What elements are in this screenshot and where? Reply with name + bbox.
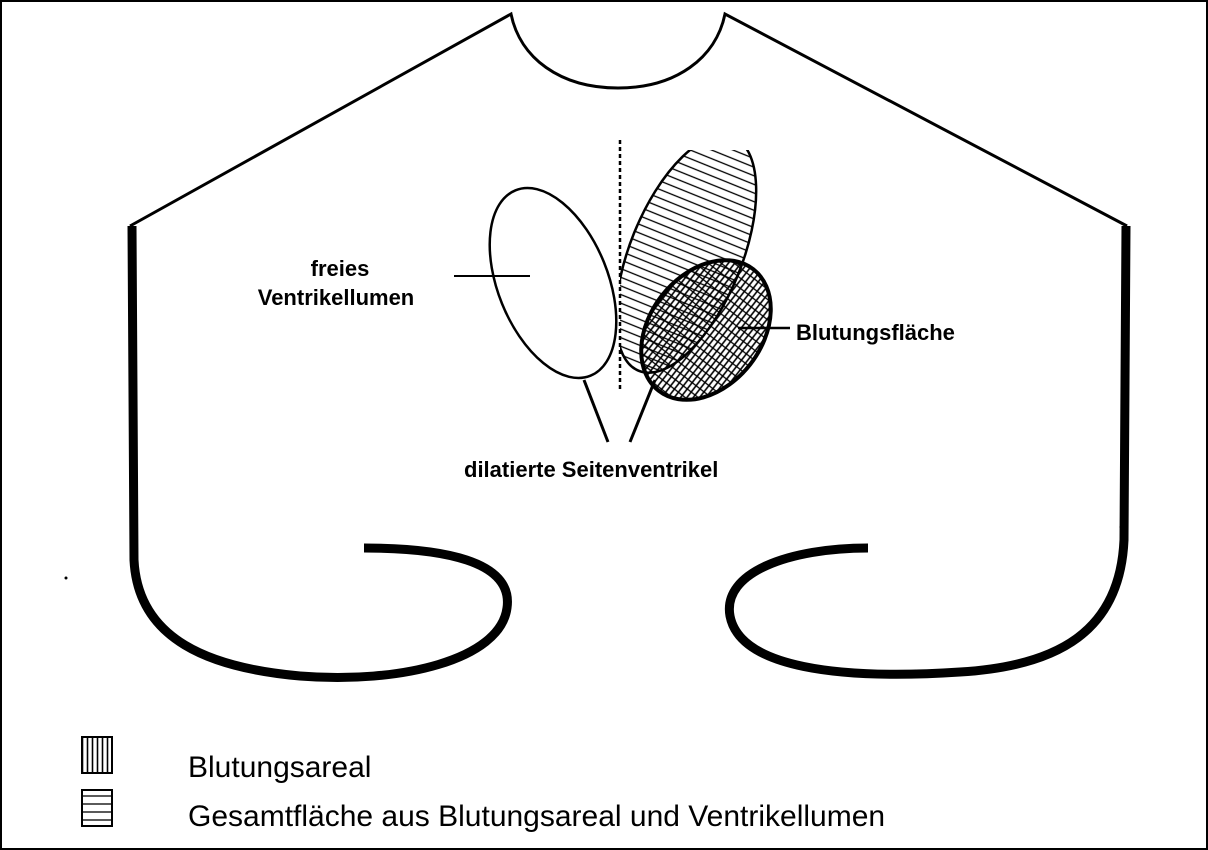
label-blutungsflaeche: Blutungsfläche	[796, 320, 955, 345]
right-lateral-contour	[729, 226, 1126, 674]
left-ventricle	[465, 170, 642, 397]
legend-swatch-horizontal	[82, 790, 112, 826]
label-ventrikellumen: Ventrikellumen	[258, 285, 415, 310]
label-dilatierte-seitenventrikel: dilatierte Seitenventrikel	[464, 457, 718, 482]
leader-dilatierte-right	[630, 380, 655, 442]
head-outline	[130, 14, 1127, 226]
legend-text-gesamtflaeche: Gesamtfläche aus Blutungsareal und Ventr…	[188, 800, 885, 834]
leader-dilatierte-left	[584, 380, 608, 442]
speck-right	[1120, 526, 1123, 529]
legend-text-blutungsareal: Blutungsareal	[188, 751, 371, 785]
legend-swatch-vertical	[82, 737, 112, 773]
speck-left	[65, 577, 68, 580]
label-freies: freies	[311, 256, 370, 281]
